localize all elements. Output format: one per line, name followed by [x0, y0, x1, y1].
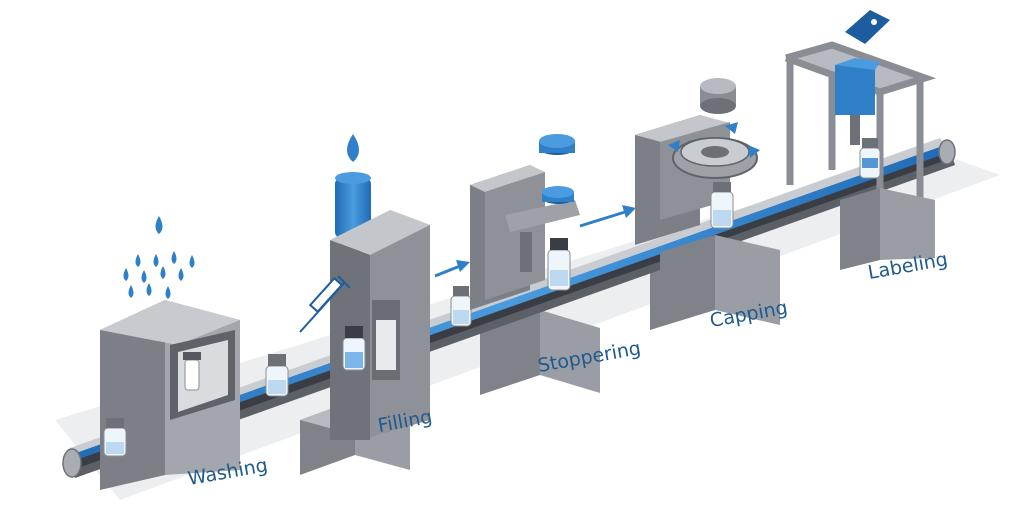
water-drop-icon [123, 216, 195, 299]
filling-station [299, 134, 430, 440]
stopper-icon [539, 134, 575, 155]
labeling-station [784, 10, 937, 270]
capping-station [635, 78, 780, 318]
flow-arrow-icon [434, 260, 470, 278]
vial-icon [547, 238, 571, 291]
flow-arrow-icon [579, 205, 636, 228]
washing-station [100, 216, 240, 490]
water-drop-icon [347, 134, 359, 162]
vial-icon [184, 359, 200, 391]
vial-icon [450, 286, 472, 327]
syringe-icon [299, 275, 351, 333]
vial-icon [859, 138, 881, 179]
vial-icon [710, 182, 734, 229]
cap-icon [700, 78, 736, 114]
label-tag-icon [845, 10, 890, 44]
stoppering-station [470, 134, 636, 310]
vial-icon [265, 354, 289, 397]
support-pedestal [480, 310, 600, 395]
vial-icon [342, 326, 366, 371]
rotation-arrow-icon [668, 122, 760, 179]
vial-icon [103, 418, 127, 457]
